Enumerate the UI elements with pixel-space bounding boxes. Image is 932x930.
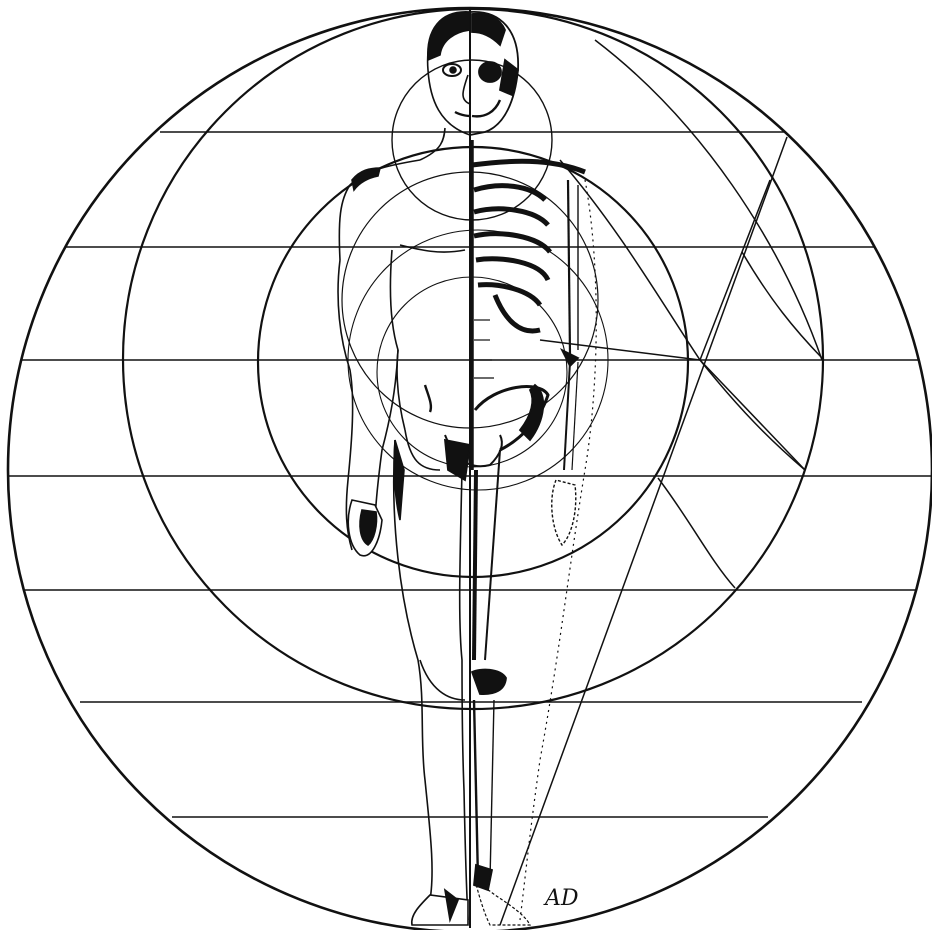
- humerus: [568, 180, 570, 355]
- kneecap: [472, 670, 506, 695]
- arc-large-right: [595, 40, 822, 360]
- rib: [474, 234, 550, 252]
- shoulder-shadow: [352, 168, 380, 190]
- femur: [485, 450, 500, 660]
- femur-inner: [474, 470, 476, 660]
- fibula: [490, 700, 494, 880]
- rib: [474, 186, 545, 200]
- leg-inner-left: [460, 470, 468, 920]
- forearm-bone-2: [572, 362, 578, 470]
- knee-left: [420, 660, 465, 700]
- arc-low-right: [658, 478, 735, 588]
- diagonal-line: [500, 137, 787, 925]
- construction-lines-right: [500, 40, 822, 925]
- diagonal-line: [700, 180, 770, 360]
- hair-left: [428, 12, 470, 60]
- skull-dark: [472, 14, 505, 45]
- jaw-right: [472, 100, 500, 116]
- ankle: [474, 865, 492, 890]
- arc-upper-right: [560, 160, 700, 360]
- leg-shadow-left: [394, 440, 404, 520]
- pelvis-dark: [445, 440, 470, 480]
- rib: [476, 259, 548, 280]
- monogram: AD: [543, 886, 579, 911]
- pelvis-left: [405, 430, 440, 470]
- rib: [474, 209, 548, 225]
- waist-left: [397, 350, 405, 430]
- mouth: [455, 112, 470, 116]
- figure-skeleton-half: [445, 12, 585, 925]
- ilium-dark: [520, 385, 543, 440]
- dotted-outline: [520, 180, 596, 920]
- tibia: [474, 700, 478, 880]
- pupil-left: [450, 67, 456, 73]
- vertebrae: [474, 320, 494, 378]
- navel: [425, 385, 431, 412]
- diagonal-line: [700, 360, 805, 470]
- nose: [463, 75, 470, 104]
- chest-line: [400, 245, 465, 252]
- eye-socket-right: [479, 62, 501, 82]
- foot-left: [412, 895, 468, 925]
- rib: [478, 285, 540, 305]
- hand-bones: [552, 480, 576, 545]
- rib-cage: [474, 186, 550, 331]
